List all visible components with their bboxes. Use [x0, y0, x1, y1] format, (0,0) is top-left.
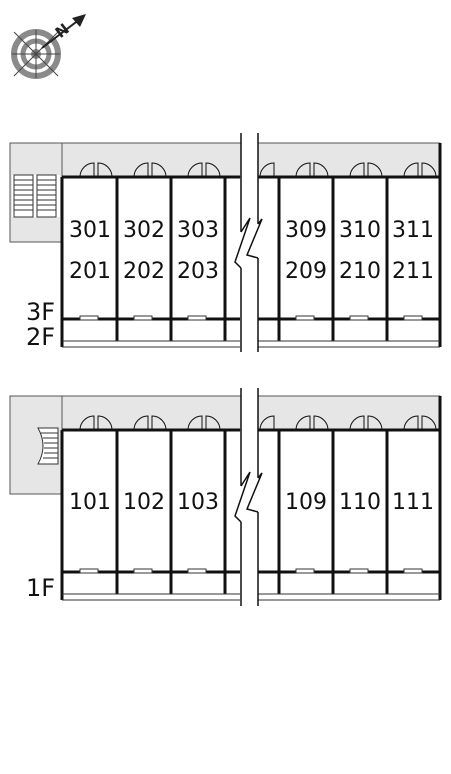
- floor-label: 3F: [26, 298, 55, 326]
- upper-floor-plan: 301 302 303 309 310 311 201 202 203 209 …: [9, 130, 442, 355]
- corridor: [9, 142, 441, 178]
- balcony: [62, 593, 440, 601]
- unit-label: 210: [339, 259, 381, 284]
- unit-label: 310: [339, 218, 381, 243]
- door-icons: [79, 162, 437, 178]
- lower-floor-plan: 101 102 103 109 110 111 1F: [9, 384, 442, 608]
- unit-label: 103: [177, 490, 219, 515]
- unit-label: 201: [69, 259, 111, 284]
- unit-label: 211: [392, 259, 434, 284]
- unit-label: 303: [177, 218, 219, 243]
- unit-label: 102: [123, 490, 165, 515]
- break-symbol: [234, 130, 263, 355]
- floor-label: 2F: [26, 323, 55, 351]
- balcony: [62, 340, 440, 348]
- unit-label: 302: [123, 218, 165, 243]
- unit-label: 301: [69, 218, 111, 243]
- unit-label: 101: [69, 490, 111, 515]
- unit-label: 109: [285, 490, 327, 515]
- unit-label: 309: [285, 218, 327, 243]
- floor-label: 1F: [26, 574, 55, 602]
- unit-label: 110: [339, 490, 381, 515]
- compass-icon: N: [11, 14, 86, 79]
- corridor: [9, 395, 441, 431]
- stairs-icon: [13, 174, 57, 218]
- unit-label: 202: [123, 259, 165, 284]
- unit-label: 209: [285, 259, 327, 284]
- unit-label: 203: [177, 259, 219, 284]
- unit-label: 111: [392, 490, 434, 515]
- unit-label: 311: [392, 218, 434, 243]
- stairs-icon: [37, 427, 59, 465]
- break-symbol: [234, 384, 263, 608]
- door-icons: [79, 415, 437, 431]
